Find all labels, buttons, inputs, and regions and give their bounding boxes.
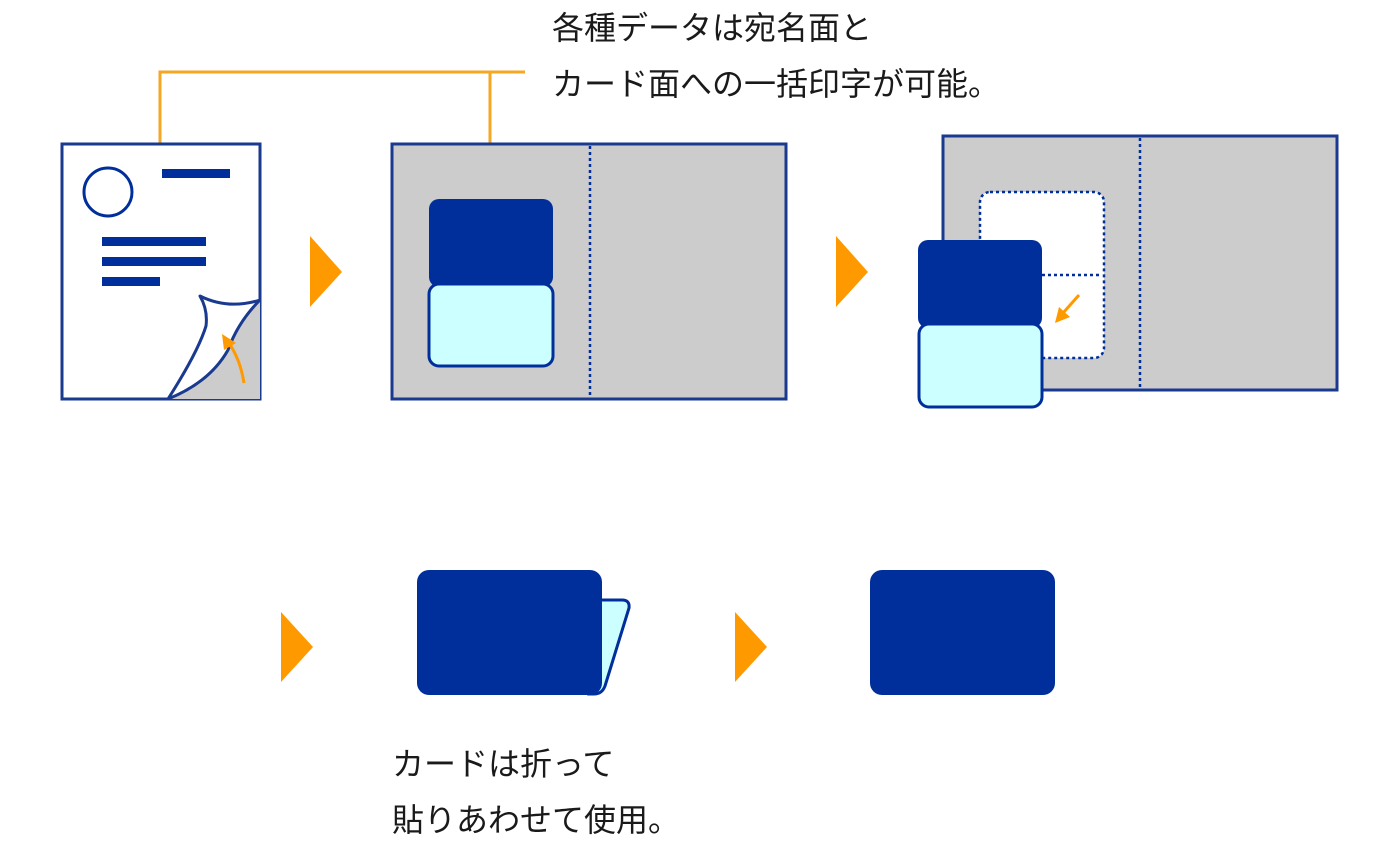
- peel-arrowhead: [222, 334, 236, 350]
- caption-line: カードは折って: [392, 745, 615, 783]
- folded-card-icon: [417, 570, 631, 696]
- text-line: [102, 257, 206, 266]
- title-bar: [162, 169, 230, 178]
- text-line: [102, 277, 160, 286]
- peeled-corner: [166, 294, 262, 401]
- card-front: [429, 199, 553, 287]
- caption-fold-note: カードは折って 貼りあわせて使用。: [392, 736, 680, 848]
- caption-line: カード面への一括印字が可能。: [552, 65, 1001, 103]
- text-line: [102, 237, 206, 246]
- remove-arrowhead: [1055, 307, 1070, 323]
- arrow-right-icon: [735, 612, 767, 682]
- card-sheet-icon: [390, 142, 788, 401]
- caption-print-note: 各種データは宛名面と カード面への一括印字が可能。: [552, 0, 1000, 112]
- card-front: [918, 240, 1042, 328]
- document-icon: [60, 142, 262, 401]
- caption-line: 貼りあわせて使用。: [392, 801, 681, 839]
- card-removal-icon: [917, 134, 1339, 409]
- card-back: [917, 322, 1044, 409]
- finished-card-icon: [870, 570, 1055, 695]
- arrow-right-icon: [836, 236, 868, 307]
- arrow-right-icon: [310, 236, 342, 307]
- card-front: [417, 570, 602, 695]
- caption-line: 各種データは宛名面と: [552, 9, 873, 47]
- remove-arrow-icon: [1061, 294, 1081, 314]
- card-back: [427, 282, 555, 368]
- circle-mark: [82, 166, 134, 218]
- arrow-right-icon: [281, 612, 313, 682]
